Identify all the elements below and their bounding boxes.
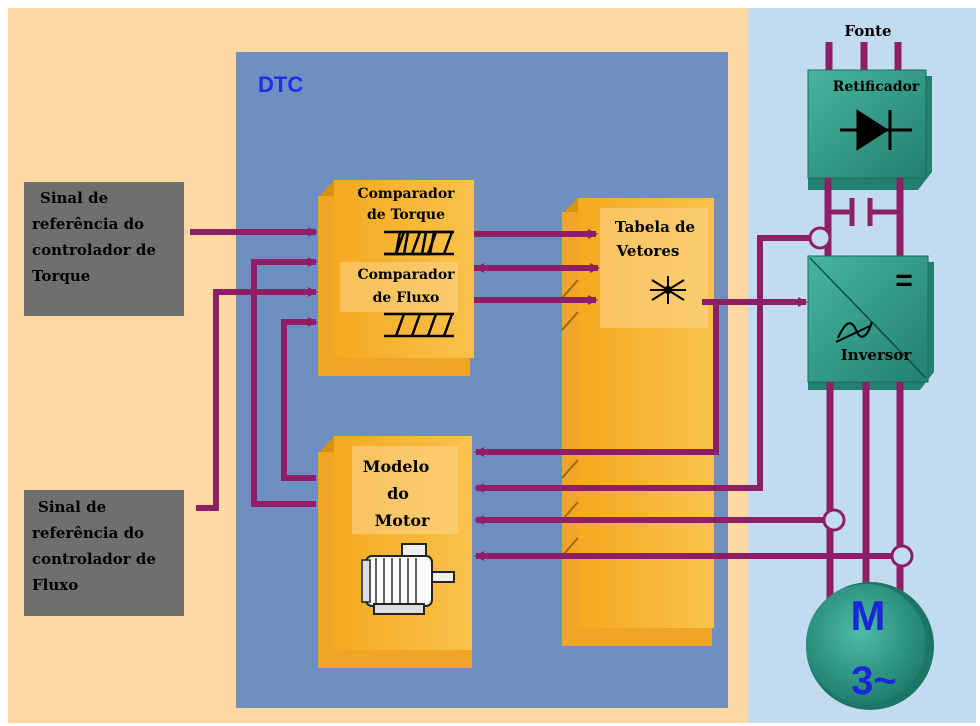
torque-comparator-line2: de Torque [367, 207, 445, 223]
rectifier-block: Retificador [807, 69, 932, 190]
dc-link-lines [824, 178, 904, 262]
torque-ref-line4: Torque [32, 267, 90, 285]
flux-ref-line4: Fluxo [32, 576, 78, 594]
motor-label-phases: 3~ [851, 659, 897, 703]
comparator-block: Comparador de Torque Comparador de Fluxo [318, 180, 474, 376]
motor-model-line3: Motor [375, 511, 430, 530]
dc-symbol: = [895, 264, 913, 297]
flux-reference-box: Sinal de referência do controlador de Fl… [24, 490, 184, 616]
inverter-label: Inversor [841, 346, 913, 364]
motor-model-block: Modelo do Motor [318, 436, 472, 668]
diode-icon [840, 109, 912, 151]
signal-arrows [190, 227, 900, 561]
motor-circle: M 3~ [806, 582, 934, 710]
dc-voltage-sensor [808, 226, 832, 250]
flux-ref-line3: controlador de [32, 550, 156, 568]
capacitor-icon [828, 198, 900, 226]
sine-icon [835, 321, 873, 343]
torque-ref-line2: referência do [32, 215, 144, 233]
torque-ref-line1: Sinal de [40, 189, 108, 207]
vector-star-icon [650, 276, 686, 304]
torque-ref-line3: controlador de [32, 241, 156, 259]
flux-comparator-line1: Comparador [357, 267, 455, 283]
current-sensor-1 [822, 508, 846, 532]
electric-motor-icon [361, 543, 455, 615]
inverter-block: = Inversor [807, 255, 934, 390]
motor-label-m: M [851, 592, 886, 639]
torque-comparator-line1: Comparador [357, 186, 455, 202]
motor-model-line1: Modelo [363, 457, 430, 476]
current-sensor-2 [890, 544, 914, 568]
flux-ref-line2: referência do [32, 524, 144, 542]
vector-table-line1: Tabela de [615, 218, 695, 236]
measurement-points [808, 226, 914, 568]
rectifier-label: Retificador [833, 79, 920, 95]
vector-table-line2: Vetores [616, 242, 680, 260]
vector-table-block: Tabela de Vetores [561, 198, 714, 646]
torque-reference-box: Sinal de referência do controlador de To… [24, 182, 184, 316]
flux-ref-line1: Sinal de [38, 498, 106, 516]
flux-hysteresis-icon [384, 312, 454, 338]
dtc-title: DTC [258, 72, 303, 97]
torque-hysteresis-icon [384, 230, 454, 256]
flux-comparator-line2: de Fluxo [373, 290, 440, 306]
source-label: Fonte [844, 22, 891, 40]
motor-phase-lines [826, 382, 904, 612]
motor-model-line2: do [387, 484, 409, 503]
